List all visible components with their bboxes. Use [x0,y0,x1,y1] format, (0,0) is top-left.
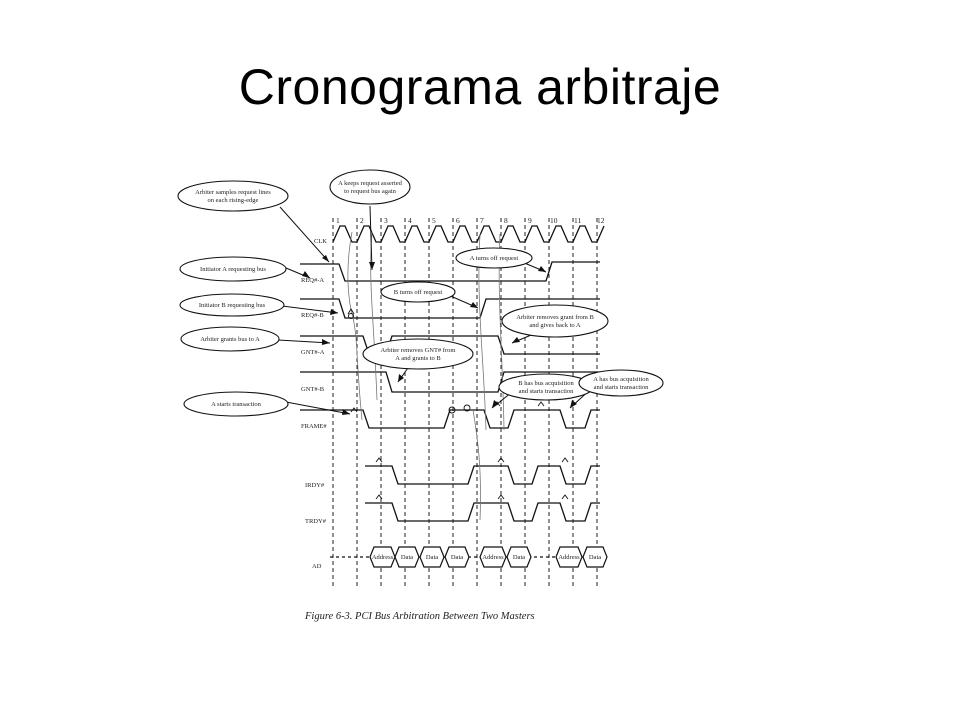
signal-labels: CLK REQ#-A REQ#-B GNT#-A GNT#-B FRAME# I… [301,238,327,570]
gnt-b-waveform [300,371,600,393]
callout-text: Arbiter removes GNT# from [381,347,456,354]
callout-text: and starts transaction [519,388,575,395]
callout-text: A turns off request [470,255,519,262]
clock-number: 11 [574,216,581,225]
clock-number: 9 [528,216,532,225]
ad-phase-shape [419,546,445,568]
clock-number: 4 [408,216,412,225]
req-b-waveform [300,298,600,319]
callout-text: to request bus again [344,188,397,195]
callout-arrowheads [302,255,577,415]
signal-label-ad: AD [312,563,322,570]
ad-phase-label: Data [401,554,413,561]
clock-number: 12 [597,216,605,225]
signal-label-frame: FRAME# [301,423,327,430]
clock-number: 2 [360,216,364,225]
callout-b-turns-off [380,281,456,303]
callout-text: on each rising-edge [208,197,259,204]
clock-edge-gridlines [332,218,598,588]
callout-arbiter-grants-a [180,326,280,352]
callout-initiator-b [179,293,285,317]
ad-phase-label: Address [372,554,394,561]
callout-a-turns-off [455,247,533,269]
slide-title: Cronograma arbitraje [238,59,722,115]
callout-text: A starts transaction [211,401,262,408]
clk-waveform [332,225,605,243]
ad-phase-label: Data [426,554,438,561]
callout-a-keeps-request [329,169,411,205]
clock-numbers: 1 2 3 4 5 6 7 8 9 10 11 12 [336,216,605,225]
callout-text: Arbiter samples request lines [195,189,271,196]
callout-arbiter-removes-grant-b [501,304,609,338]
callout-b-acquisition [498,373,594,401]
callout-text: B turns off request [394,289,443,296]
callout-text: Initiator B requesting bus [199,302,266,309]
ad-phase-label: Address [482,554,504,561]
figure-caption: Figure 6-3. PCI Bus Arbitration Between … [304,611,535,622]
callout-text: A keeps request asserted [338,180,402,187]
ad-phase-label: Data [513,554,525,561]
signal-label-irdy: IRDY# [305,482,325,489]
ad-phase-shape [394,546,420,568]
callout-a-starts [183,391,289,417]
callout-text: Arbiter removes grant from B [516,314,594,321]
callout-text: and gives back to A [529,322,581,329]
ad-phase-shape [582,546,608,568]
req-a-waveform [300,261,600,282]
signal-label-trdy: TRDY# [305,518,327,525]
signal-label-gnt-a: GNT#-A [301,349,325,356]
callout-text: A and grants to B [395,355,441,362]
clock-number: 3 [384,216,388,225]
callout-arbiter-samples [177,180,289,212]
callout-a-acquisition [578,369,664,397]
callout-arbiter-removes-gnt-a [362,338,474,370]
callout-text: and starts transaction [594,384,650,391]
ad-phase-shape [555,546,583,568]
clock-number: 7 [480,216,484,225]
ad-phases: Address Data Data Data Address Data Addr… [369,546,608,568]
clock-number: 1 [336,216,340,225]
clock-number: 8 [504,216,508,225]
ad-phase-label: Data [451,554,463,561]
callout-text: Initiator A requesting bus [200,266,266,273]
callout-text: A has bus acquisition [593,376,649,383]
clock-number: 5 [432,216,436,225]
ad-phase-shape [506,546,532,568]
ad-phase-shape [479,546,507,568]
clock-number: 10 [550,216,558,225]
waveforms [300,225,605,558]
signal-label-gnt-b: GNT#-B [301,386,325,393]
signal-label-req-a: REQ#-A [301,277,324,284]
trdy-waveform [365,502,600,522]
clock-number: 6 [456,216,460,225]
sampling-curves [347,231,505,521]
callout-initiator-a [179,256,287,282]
frame-waveform [300,409,600,429]
ad-phase-shape [444,546,470,568]
signal-label-req-b: REQ#-B [301,312,324,319]
callout-texts: Arbiter samples request lines on each ri… [195,180,649,408]
callout-text: Arbiter grants bus to A [200,336,260,343]
ad-phase-label: Address [558,554,580,561]
callout-text: B has bus acquisition [518,380,574,387]
callout-ovals [177,169,664,417]
irdy-waveform [365,465,600,485]
ad-phase-label: Data [589,554,601,561]
signal-label-clk: CLK [314,238,327,245]
